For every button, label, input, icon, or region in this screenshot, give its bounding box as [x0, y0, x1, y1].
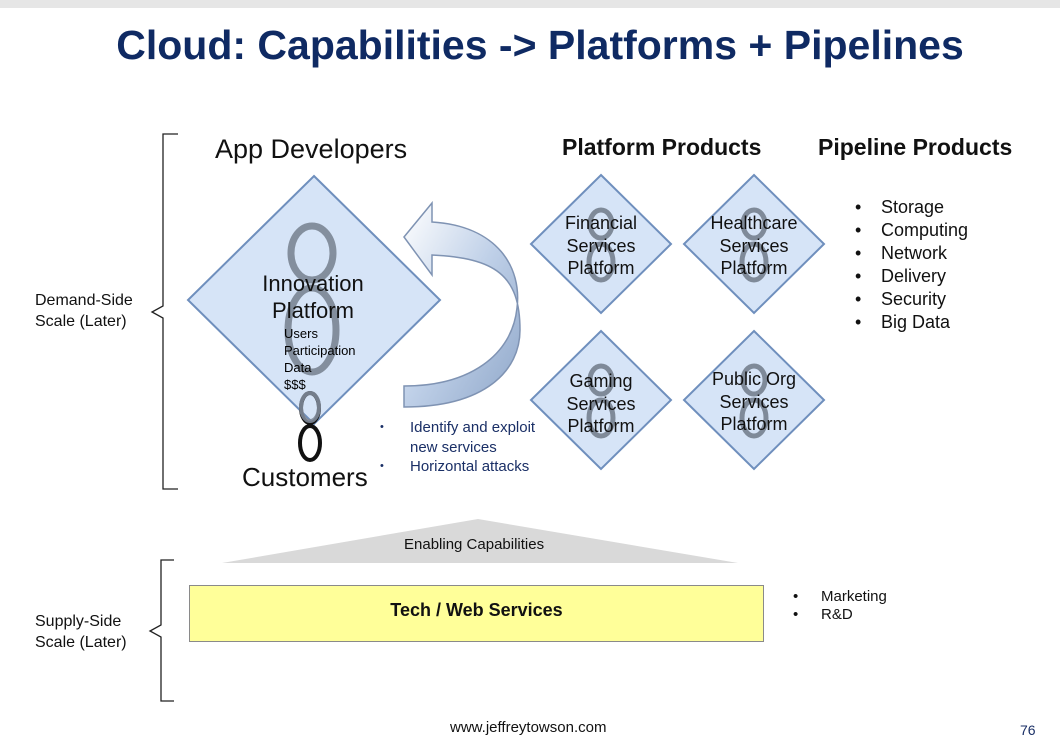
list-item: $$$	[284, 377, 306, 392]
pipeline-products-list: Storage Computing Network Delivery Secur…	[855, 196, 968, 334]
list-item: Horizontal attacks	[380, 457, 560, 477]
supply-brace	[148, 559, 174, 702]
enabling-triangle	[222, 519, 738, 563]
curved-arrow	[403, 200, 521, 408]
tech-web-services-box: Tech / Web Services	[189, 585, 764, 642]
infinity-icon	[284, 222, 340, 376]
list-item: Network	[855, 242, 968, 265]
platform-products-heading: Platform Products	[562, 134, 762, 160]
list-item: Big Data	[855, 311, 968, 334]
financial-platform-label: Financial Services Platform	[564, 213, 638, 278]
list-item: R&D	[793, 606, 887, 624]
tech-web-services-label: Tech / Web Services	[390, 600, 563, 620]
app-developers-label: App Developers	[215, 134, 408, 164]
list-item: Identify and exploit new services	[380, 418, 560, 457]
pipeline-products-heading: Pipeline Products	[818, 134, 1013, 160]
public-org-platform-label: Public Org Services Platform	[711, 369, 797, 434]
list-item: Marketing	[793, 588, 887, 606]
supply-list: Marketing R&D	[793, 588, 887, 624]
strategy-list: Identify and exploit new services Horizo…	[380, 418, 560, 477]
list-item: Computing	[855, 219, 968, 242]
list-item: Participation	[284, 343, 356, 358]
list-item: Data	[284, 360, 312, 375]
innovation-platform-title: Innovation Platform	[262, 271, 364, 323]
customers-label: Customers	[242, 462, 368, 492]
page-number: 76	[1020, 722, 1036, 738]
slide-title: Cloud: Capabilities -> Platforms + Pipel…	[116, 22, 964, 68]
healthcare-platform-label: Healthcare Services Platform	[710, 213, 798, 278]
footer-url: www.jeffreytowson.com	[450, 719, 607, 736]
top-rule	[0, 0, 1060, 8]
enabling-capabilities-label: Enabling Capabilities	[404, 536, 545, 553]
gaming-platform-label: Gaming Services Platform	[566, 371, 636, 436]
demand-brace	[150, 133, 178, 490]
list-item: Storage	[855, 196, 968, 219]
small-infinity-icons	[586, 207, 769, 439]
innovation-platform-diamond	[186, 174, 442, 426]
innovation-platform-items: Users Participation Data $$$	[284, 325, 356, 393]
list-item: Users	[284, 326, 318, 341]
list-item: Delivery	[855, 265, 968, 288]
list-item: Security	[855, 288, 968, 311]
